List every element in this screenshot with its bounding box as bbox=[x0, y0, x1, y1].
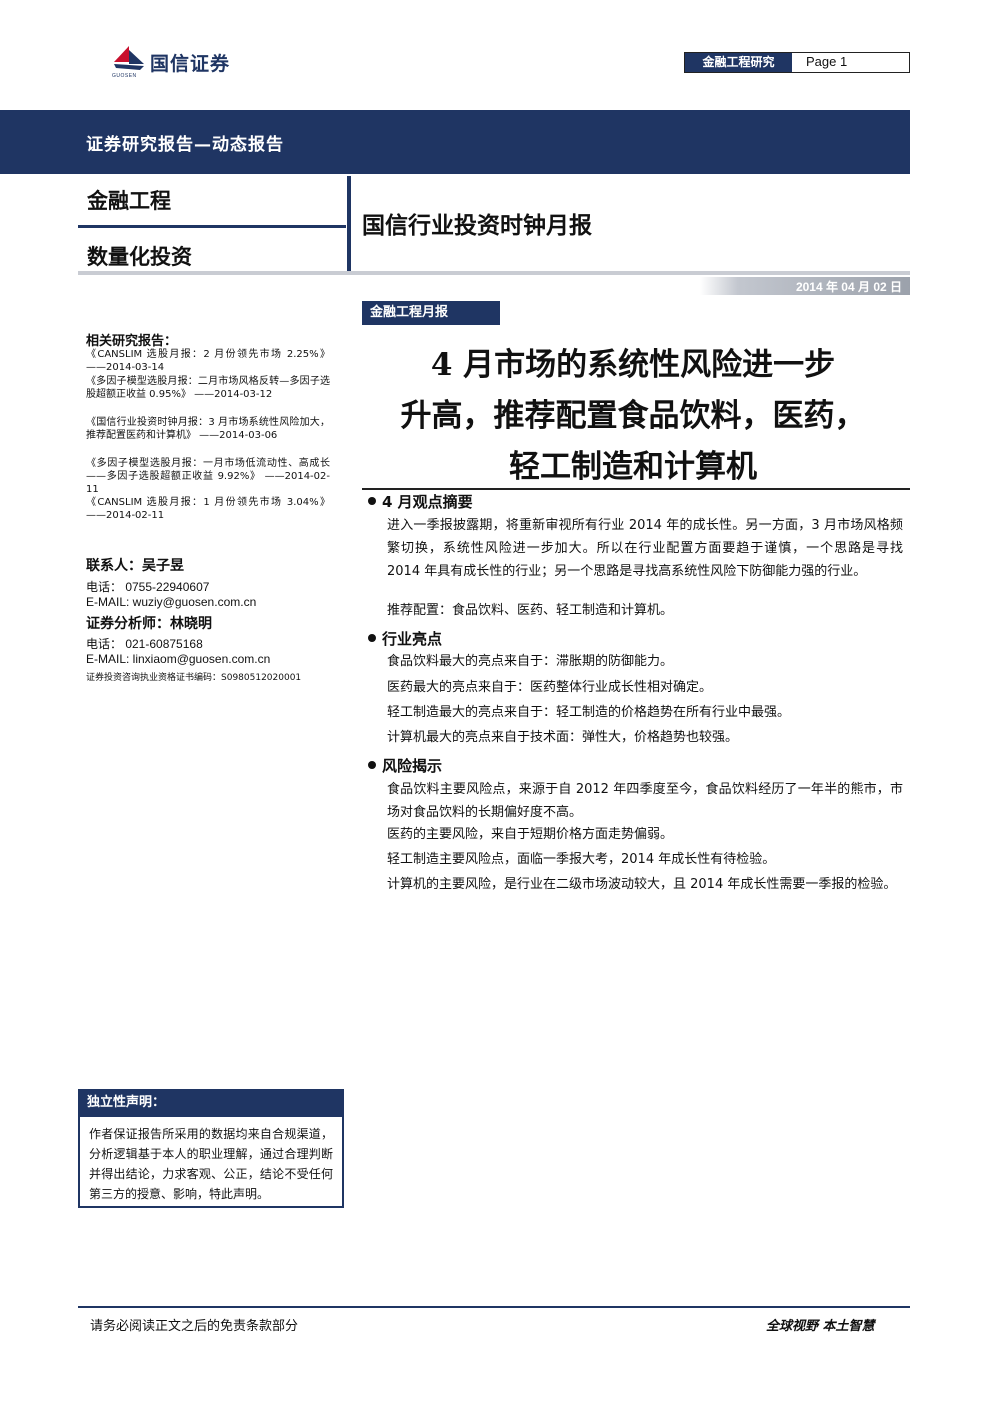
report-type-banner: 证券研究报告—动态报告 bbox=[0, 110, 910, 174]
company-logo: GUOSEN 国信证券 bbox=[112, 44, 252, 80]
related-report-item[interactable]: 《国信行业投资时钟月报：3 月市场系统性风险加大，推荐配置医药和计算机》 ——2… bbox=[86, 417, 330, 441]
related-reports-title: 相关研究报告： bbox=[86, 334, 178, 349]
footer-slogan: 全球视野 本土智慧 bbox=[766, 1319, 875, 1334]
highlight-pharma: 医药最大的亮点来自于：医药整体行业成长性相对确定。 bbox=[387, 680, 713, 695]
topic-quant-investing: 数量化投资 bbox=[87, 244, 192, 269]
headline-rule bbox=[362, 488, 910, 490]
analyst-name: 证券分析师：林晓明 bbox=[86, 616, 212, 632]
monthly-report-tag: 金融工程月报 bbox=[362, 301, 500, 325]
vertical-divider bbox=[347, 176, 351, 274]
footer-rule bbox=[78, 1306, 910, 1308]
summary-recommendation: 推荐配置：食品饮料、医药、轻工制造和计算机。 bbox=[387, 603, 674, 618]
report-type-text: 证券研究报告—动态报告 bbox=[86, 135, 284, 155]
page-number: 1 bbox=[840, 54, 848, 69]
contact-phone: 电话： 0755-22940607 bbox=[86, 580, 210, 594]
page-indicator: Page 1 bbox=[806, 53, 847, 72]
company-name: 国信证券 bbox=[150, 53, 231, 75]
section-title-summary: 4 月观点摘要 bbox=[368, 491, 473, 512]
highlight-food: 食品饮料最大的亮点来自于：滞胀期的防御能力。 bbox=[387, 654, 674, 669]
statement-title: 独立性声明： bbox=[78, 1089, 344, 1117]
report-title: 国信行业投资时钟月报 bbox=[362, 212, 592, 239]
date-bar: 2014 年 04 月 02 日 bbox=[700, 277, 910, 295]
analyst-email[interactable]: E-MAIL: linxiaom@guosen.com.cn bbox=[86, 652, 271, 666]
related-report-item[interactable]: 《多因子模型选股月报：一月市场低流动性、高成长——多因子选股超额正收益 9.92… bbox=[86, 458, 330, 495]
related-report-item[interactable]: 《CANSLIM 选股月报：2 月份领先市场 2.25%》 ——2014-03-… bbox=[86, 349, 330, 373]
logo-subtext: GUOSEN bbox=[112, 73, 137, 79]
headline-line-3: 轻工制造和计算机 bbox=[509, 449, 757, 485]
contact-person: 联系人：吴子昱 bbox=[86, 558, 184, 574]
bullet-icon bbox=[368, 633, 376, 642]
risk-pharma: 医药的主要风险，来自于短期价格方面走势偏弱。 bbox=[387, 827, 674, 842]
department-tag: 金融工程研究 bbox=[685, 53, 792, 72]
headline-line-1: 4 月市场的系统性风险进一步 bbox=[430, 347, 836, 383]
guosen-logo-icon bbox=[114, 46, 144, 70]
bullet-icon bbox=[368, 496, 376, 505]
report-date: 2014 年 04 月 02 日 bbox=[795, 280, 902, 294]
bullet-icon bbox=[368, 760, 376, 769]
headline-line-2: 升高，推荐配置食品饮料，医药， bbox=[400, 398, 866, 434]
statement-body: 作者保证报告所采用的数据均来自合规渠道，分析逻辑基于本人的职业理解，通过合理判断… bbox=[78, 1117, 344, 1208]
headline: 4 月市场的系统性风险进一步 升高，推荐配置食品饮料，医药， 轻工制造和计算机 bbox=[358, 340, 908, 493]
header-divider bbox=[78, 271, 910, 275]
disclaimer-note: 请务必阅读正文之后的免责条款部分 bbox=[90, 1319, 299, 1334]
page-label: Page bbox=[806, 54, 837, 69]
highlight-light-industry: 轻工制造最大的亮点来自于：轻工制造的价格趋势在所有行业中最强。 bbox=[387, 705, 791, 720]
related-report-item[interactable]: 《CANSLIM 选股月报：1 月份领先市场 3.04%》 ——2014-02-… bbox=[86, 497, 330, 521]
section-title-highlights: 行业亮点 bbox=[368, 628, 442, 649]
analyst-phone: 电话： 021-60875168 bbox=[86, 637, 203, 651]
section-title-risks: 风险揭示 bbox=[368, 755, 442, 776]
risk-food: 食品饮料主要风险点，来源于自 2012 年四季度至今，食品饮料经历了一年半的熊市… bbox=[387, 782, 903, 820]
topic-financial-engineering: 金融工程 bbox=[78, 176, 346, 228]
related-report-item[interactable]: 《多因子模型选股月报：二月市场风格反转—多因子选股超额正收益 0.95%》 ——… bbox=[86, 376, 330, 400]
header-page-box: 金融工程研究 Page 1 bbox=[684, 52, 910, 73]
highlight-computer: 计算机最大的亮点来自于技术面：弹性大，价格趋势也较强。 bbox=[387, 730, 739, 745]
summary-paragraph: 进入一季报披露期，将重新审视所有行业 2014 年的成长性。另一方面，3 月市场… bbox=[387, 518, 903, 579]
contact-email[interactable]: E-MAIL: wuziy@guosen.com.cn bbox=[86, 595, 257, 609]
risk-computer: 计算机的主要风险，是行业在二级市场波动较大，且 2014 年成长性需要一季报的检… bbox=[387, 877, 897, 892]
risk-light-industry: 轻工制造主要风险点，面临一季报大考，2014 年成长性有待检验。 bbox=[387, 852, 776, 867]
certificate-number: 证券投资咨询执业资格证书编码：S0980512020001 bbox=[86, 673, 302, 683]
